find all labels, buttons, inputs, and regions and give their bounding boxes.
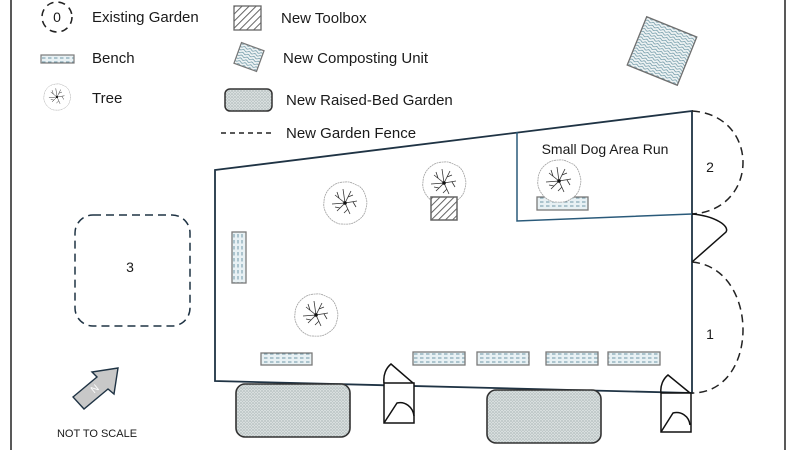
raised-bed-garden (486, 389, 602, 444)
gate-bottom-right (660, 374, 692, 433)
existing-garden-2-label: 2 (706, 159, 714, 175)
bench (545, 351, 599, 366)
tree (537, 159, 582, 203)
tree (323, 181, 368, 225)
legend-label: Existing Garden (92, 9, 199, 26)
legend-label: Bench (92, 50, 135, 67)
bench (231, 231, 247, 284)
legend-label: Tree (92, 90, 122, 107)
dog-run-fence (516, 132, 693, 222)
legend-item-existing-garden: 0 Existing Garden (41, 1, 199, 33)
rotated-square-icon (233, 41, 265, 73)
legend-item-bench: Bench (40, 50, 135, 67)
existing-garden-3 (74, 214, 191, 327)
legend-label: New Raised-Bed Garden (286, 92, 453, 109)
north-arrow: N (71, 367, 119, 410)
existing-garden-2 (691, 110, 744, 215)
bench (412, 351, 466, 366)
bench (260, 352, 313, 366)
toolbox (430, 196, 458, 221)
dashed-circle-icon (41, 1, 73, 33)
hatched-square-icon (233, 5, 262, 31)
rounded-rect-icon (224, 88, 273, 112)
dog-run-label: Small Dog Area Run (542, 141, 669, 157)
legend-item-raised-bed: New Raised-Bed Garden (224, 88, 453, 112)
legend-item-tree: Tree (43, 83, 122, 111)
raised-bed-garden (235, 383, 351, 438)
tree (294, 293, 339, 337)
tree-icon (43, 83, 71, 111)
legend-label: New Toolbox (281, 10, 367, 27)
composting-unit (626, 15, 698, 87)
legend-item-toolbox: New Toolbox (233, 5, 367, 31)
bench (476, 351, 530, 366)
existing-garden-1-label: 1 (706, 326, 714, 342)
existing-garden-1 (691, 261, 744, 394)
legend-existing-symbol: 0 (53, 9, 61, 25)
legend-label: New Garden Fence (286, 125, 416, 142)
legend-item-fence: New Garden Fence (221, 125, 416, 142)
gate-right-upper (691, 213, 728, 263)
legend-label: New Composting Unit (283, 50, 429, 67)
scale-note: NOT TO SCALE (57, 428, 137, 440)
gate-bottom-middle (383, 363, 415, 424)
legend-item-composting: New Composting Unit (233, 41, 429, 73)
legend: 0 Existing Garden Bench Tree New Toolbox… (40, 1, 453, 142)
north-arrow-icon (71, 367, 119, 410)
existing-garden-3-label: 3 (126, 259, 134, 275)
bench (607, 351, 661, 366)
bench-icon (40, 54, 75, 64)
